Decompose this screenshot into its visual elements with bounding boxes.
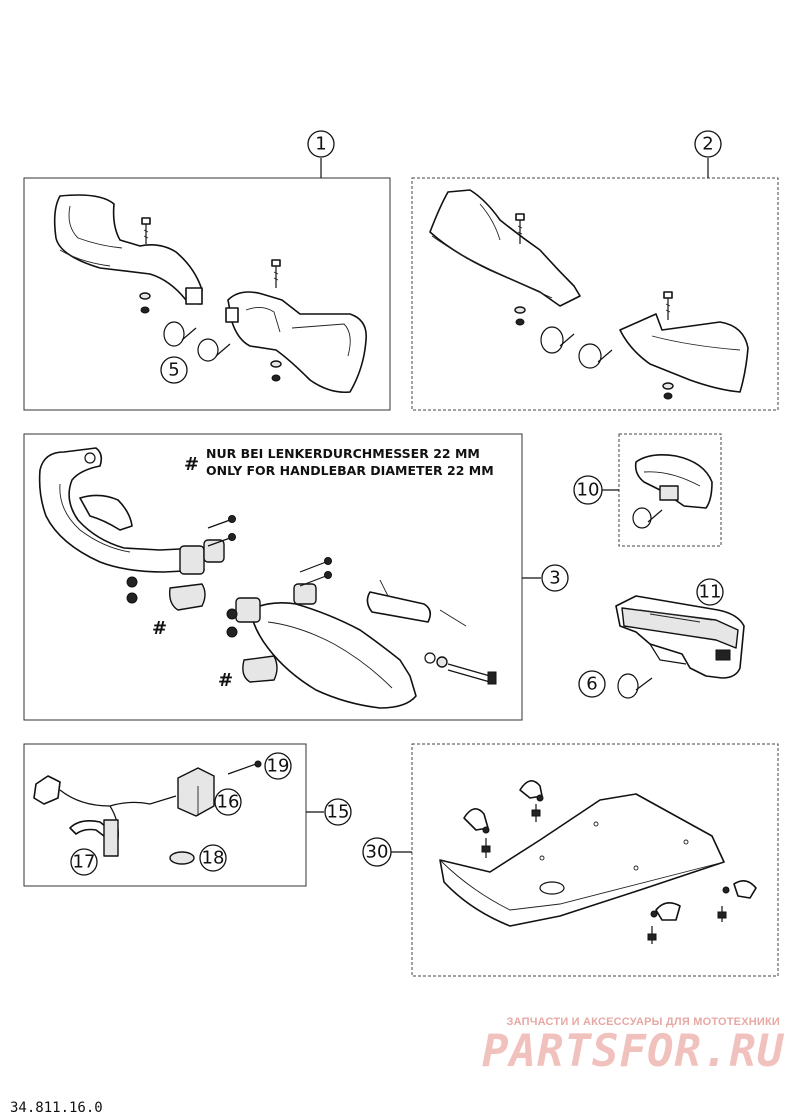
nut — [126, 576, 138, 588]
note-marker: # — [184, 454, 199, 475]
cable-tie — [197, 338, 231, 362]
nut — [271, 374, 281, 382]
callout-17: 17 — [70, 848, 98, 876]
washer — [270, 360, 282, 368]
bolt — [299, 557, 332, 587]
bolt — [515, 213, 525, 244]
cable-tie — [163, 321, 197, 347]
callout-2-label: 2 — [702, 134, 713, 155]
section-15-frame — [23, 743, 307, 887]
cap — [169, 851, 195, 865]
callout-3-label: 3 — [549, 568, 560, 589]
hash-marker-2: # — [218, 670, 233, 691]
callout-6-label: 6 — [586, 674, 597, 695]
handguard-left-2 — [429, 189, 581, 307]
note-line-de: NUR BEI LENKERDURCHMESSER 22 MM — [206, 446, 480, 461]
mounting-bracket — [519, 780, 544, 822]
spacer — [168, 583, 206, 611]
callout-11-label: 11 — [699, 582, 722, 603]
handguard-left-clamp — [185, 287, 203, 305]
section-3-handguard-kit: 3 # NUR BEI LENKERDURCHMESSER 22 MM ONLY… — [23, 433, 569, 721]
switch — [103, 819, 119, 857]
handguard-right — [227, 291, 367, 394]
mounting-bracket — [463, 808, 491, 858]
callout-3: 3 — [541, 564, 569, 592]
control-unit — [177, 767, 215, 817]
connector — [33, 775, 61, 805]
section-15-wiring-kit: 15 19 16 17 18 — [23, 743, 352, 887]
section-1-frame — [23, 177, 391, 411]
callout-18-label: 18 — [202, 848, 225, 869]
callout-5-label: 5 — [168, 360, 179, 381]
handguard-lower — [249, 602, 417, 709]
section-10: 10 — [573, 433, 722, 547]
callout-18: 18 — [199, 844, 227, 872]
cable-tie — [617, 673, 653, 699]
callout-19-label: 19 — [267, 756, 290, 777]
handguard-cover — [634, 454, 713, 509]
handguard-right-2 — [619, 313, 749, 393]
callout-11: 11 — [696, 578, 724, 606]
bolt — [271, 259, 281, 288]
section-2-frame — [411, 177, 779, 411]
callout-30: 30 — [362, 837, 392, 867]
callout-10-label: 10 — [577, 480, 600, 501]
watermark-caption: ЗАПЧАСТИ И АКСЕССУАРЫ ДЛЯ МОТОТЕХНИКИ — [506, 1016, 780, 1028]
washer — [139, 292, 151, 300]
callout-16-label: 16 — [217, 792, 240, 813]
cable-tie — [578, 343, 613, 369]
cable-tie — [540, 326, 575, 354]
mounting-bracket — [717, 880, 757, 922]
callout-1: 1 — [307, 130, 335, 158]
section-1-handguards: 1 5 — [23, 130, 391, 411]
callout-17-label: 17 — [73, 852, 96, 873]
callout-16: 16 — [214, 788, 242, 816]
callout-30-label: 30 — [366, 842, 389, 863]
nut — [126, 592, 138, 604]
watermark-logo: PARTSFOR.RU — [482, 1026, 785, 1077]
hash-marker-1: # — [152, 618, 167, 639]
part-11-guard-block: 11 6 — [578, 578, 745, 699]
callout-6: 6 — [578, 670, 606, 698]
section-3-frame — [23, 433, 523, 721]
mounting-bracket — [647, 902, 681, 944]
nut — [140, 306, 150, 314]
document-code: 34.811.16.0 — [10, 1100, 103, 1116]
callout-1-label: 1 — [315, 134, 326, 155]
bolt — [663, 291, 673, 320]
callout-2: 2 — [694, 130, 722, 158]
bolt — [207, 515, 236, 547]
handguard-upper — [38, 447, 205, 573]
cable-tie — [632, 507, 663, 529]
handlebar-grip — [366, 591, 432, 623]
long-bolt — [424, 652, 497, 685]
callout-5: 5 — [160, 356, 188, 384]
section-30-skid-plate: 30 — [362, 743, 779, 977]
handguard-left — [53, 194, 203, 305]
callout-10: 10 — [573, 475, 603, 505]
callout-19: 19 — [264, 752, 292, 780]
callout-15: 15 — [324, 798, 352, 826]
bolt — [141, 217, 151, 244]
clamp — [179, 545, 205, 575]
section-30-frame — [411, 743, 779, 977]
section-2-handguards: 2 — [411, 130, 779, 411]
callout-15-label: 15 — [327, 802, 350, 823]
note-line-en: ONLY FOR HANDLEBAR DIAMETER 22 MM — [206, 463, 494, 478]
skid-plate — [439, 793, 725, 927]
